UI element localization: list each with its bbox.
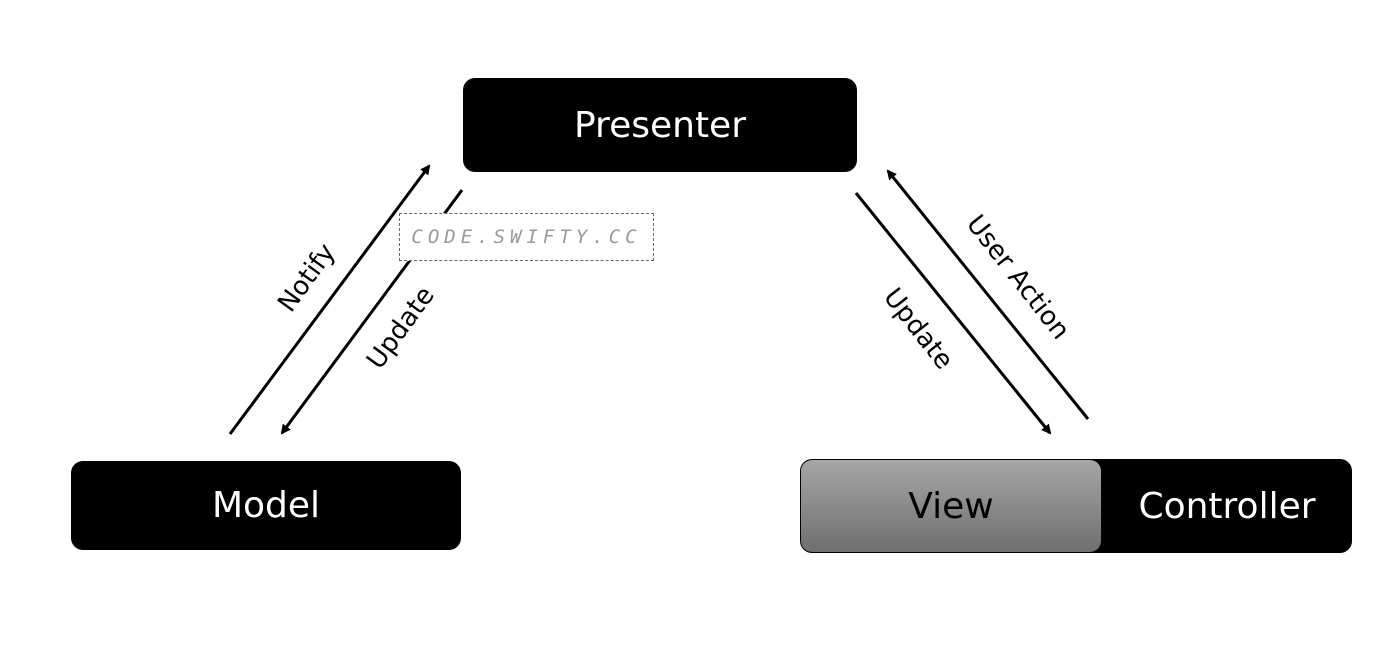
view-label: View xyxy=(908,485,994,527)
controller-node: Controller xyxy=(1102,459,1352,553)
model-label: Model xyxy=(211,485,321,526)
notify-arrow xyxy=(228,164,431,435)
presenter-label: Presenter xyxy=(573,104,747,146)
view-node: View xyxy=(801,460,1101,552)
controller-label: Controller xyxy=(1138,485,1316,527)
user-action-arrow xyxy=(886,169,1090,420)
view-controller-node: View Controller xyxy=(800,459,1352,553)
watermark-text: CODE.SWIFTY.CC xyxy=(411,226,642,248)
watermark: CODE.SWIFTY.CC xyxy=(399,213,654,261)
model-node: Model xyxy=(71,461,461,550)
update-view-arrow xyxy=(854,192,1052,435)
presenter-node: Presenter xyxy=(463,78,857,172)
